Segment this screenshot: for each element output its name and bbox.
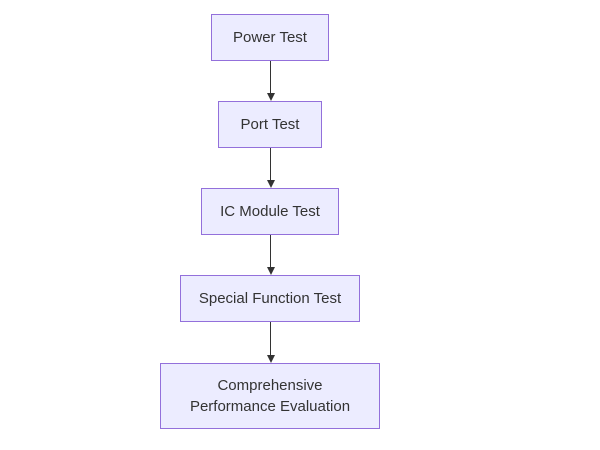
arrow-line [270, 322, 271, 355]
flowchart-arrow-3 [266, 235, 275, 275]
flowchart-node-port-test: Port Test [218, 101, 322, 148]
flowchart-arrow-1 [266, 61, 275, 101]
arrow-head-icon [266, 180, 275, 188]
arrow-head-icon [266, 355, 275, 363]
node-label-line-2: Performance Evaluation [189, 398, 351, 415]
flowchart-node-special-function-test: Special Function Test [180, 275, 360, 322]
node-label-line-1: Comprehensive [217, 377, 323, 394]
arrow-head-icon [266, 93, 275, 101]
node-label: Port Test [240, 116, 300, 133]
arrow-line [270, 61, 271, 93]
flowchart-node-ic-module-test: IC Module Test [201, 188, 339, 235]
node-label: Power Test [233, 29, 307, 46]
flowchart-arrow-4 [266, 322, 275, 363]
flowchart-node-comprehensive-performance-evaluation: Comprehensive Performance Evaluation [160, 363, 380, 429]
node-label: Special Function Test [198, 290, 342, 307]
arrow-line [270, 235, 271, 267]
arrow-head-icon [266, 267, 275, 275]
node-label: IC Module Test [220, 203, 320, 220]
flowchart-arrow-2 [266, 148, 275, 188]
flowchart-node-power-test: Power Test [211, 14, 329, 61]
arrow-line [270, 148, 271, 180]
